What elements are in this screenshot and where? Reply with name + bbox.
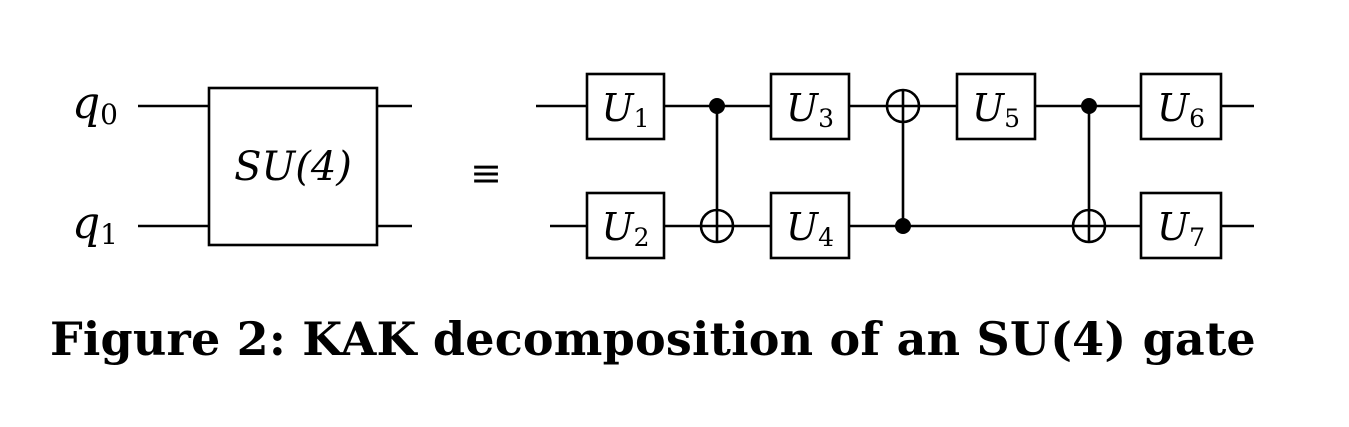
gate-u4-base: U — [786, 205, 820, 249]
gate-u3-box — [769, 72, 851, 141]
gate-u5-box — [955, 72, 1037, 141]
gate-u6: U6 — [1139, 72, 1223, 141]
gate-u3: U3 — [769, 72, 851, 141]
gate-u1-base: U — [602, 86, 636, 130]
gate-u2-label: U2 — [602, 205, 650, 252]
gate-u4-label: U4 — [786, 205, 834, 252]
cnot-1-control-dot — [709, 98, 725, 114]
qubit-label-q1: q1 — [72, 198, 118, 251]
equiv-symbol: ≡ — [470, 151, 502, 195]
gate-u3-label: U3 — [786, 86, 834, 133]
qubit-label-q0: q0 — [72, 78, 118, 131]
gate-u1-label: U1 — [602, 86, 650, 133]
gate-u5-sub: 5 — [1004, 104, 1020, 133]
su4-gate-label: SU(4) — [234, 144, 352, 190]
rhs-circuit: U1 U2 U3 U4 U5 U6 U7 — [536, 72, 1254, 260]
cnot-3-control-dot — [1081, 98, 1097, 114]
cnot-2-control-dot — [895, 218, 911, 234]
gate-u6-box — [1139, 72, 1223, 141]
gate-u2-sub: 2 — [634, 223, 650, 252]
gate-u5-base: U — [972, 86, 1006, 130]
gate-u2: U2 — [585, 191, 666, 260]
gate-u6-label: U6 — [1157, 86, 1205, 133]
gate-u4-box — [769, 191, 851, 260]
gate-u7-box — [1139, 191, 1223, 260]
gate-u3-base: U — [786, 86, 820, 130]
gate-u5-label: U5 — [972, 86, 1020, 133]
figure-caption: Figure 2: KAK decomposition of an SU(4) … — [50, 312, 1256, 366]
gate-u1-sub: 1 — [634, 104, 650, 133]
gate-u6-sub: 6 — [1189, 104, 1205, 133]
qubit-label-q0-base: q — [72, 78, 100, 129]
gate-u1-box — [585, 72, 666, 141]
gate-u1: U1 — [585, 72, 666, 141]
gate-u4: U4 — [769, 191, 851, 260]
gate-u3-sub: 3 — [818, 104, 834, 133]
qubit-label-q1-sub: 1 — [100, 218, 118, 251]
gate-u2-box — [585, 191, 666, 260]
gate-u5: U5 — [955, 72, 1037, 141]
gate-u2-base: U — [602, 205, 636, 249]
circuit-diagram: q0 q1 SU(4) ≡ — [72, 72, 1254, 260]
qubit-label-q1-base: q — [72, 198, 100, 249]
gate-u7-label: U7 — [1157, 205, 1205, 252]
lhs-circuit: q0 q1 SU(4) — [72, 78, 412, 251]
gate-u7-base: U — [1157, 205, 1191, 249]
gate-u7: U7 — [1139, 191, 1223, 260]
gate-u6-base: U — [1157, 86, 1191, 130]
gate-u4-sub: 4 — [818, 223, 834, 252]
su4-gate-box — [207, 86, 379, 247]
qubit-label-q0-sub: 0 — [100, 98, 118, 131]
gate-u7-sub: 7 — [1189, 223, 1205, 252]
